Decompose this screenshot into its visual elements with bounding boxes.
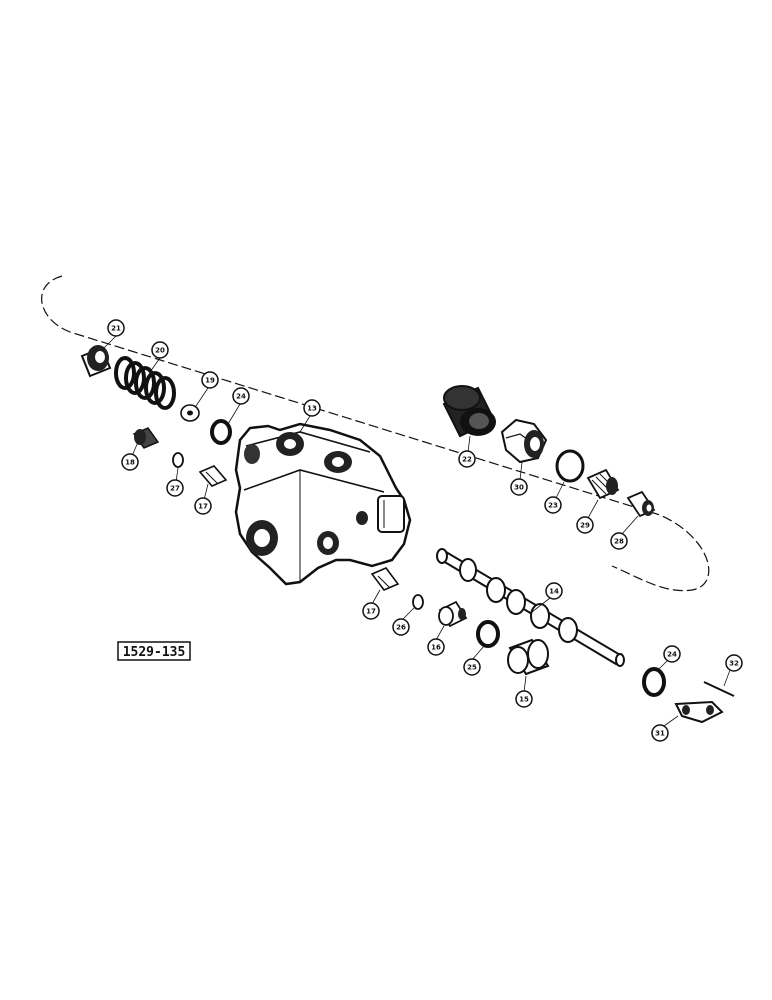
callout-label: 17 — [198, 503, 208, 511]
callout-13: 13 — [303, 399, 321, 417]
callout-label: 14 — [549, 588, 559, 596]
callout-17-lower: 17 — [362, 602, 380, 620]
part-oring-middle — [476, 620, 500, 648]
part-oring-lower — [642, 667, 666, 697]
callout-16: 16 — [427, 638, 445, 656]
callout-label: 21 — [111, 325, 121, 333]
callout-30: 30 — [510, 478, 528, 496]
callout-leaders — [101, 335, 731, 727]
callout-label: 17 — [366, 608, 376, 616]
callout-18: 18 — [121, 453, 139, 471]
part-large-cap — [442, 385, 496, 438]
part-link — [674, 700, 724, 724]
callout-24-lower: 24 — [663, 645, 681, 663]
part-oring-upper — [210, 419, 232, 445]
part-cap-plug — [507, 638, 550, 676]
callout-31: 31 — [651, 724, 669, 742]
part-plug-medium — [438, 600, 468, 628]
callout-label: 15 — [519, 696, 529, 704]
callout-label: 31 — [655, 730, 665, 738]
part-sleeve — [626, 490, 656, 518]
part-spool — [436, 548, 625, 667]
callout-label: 23 — [548, 502, 558, 510]
part-small-ring-lower — [412, 594, 424, 610]
callout-label: 25 — [467, 664, 477, 672]
callout-label: 32 — [729, 660, 739, 668]
callout-label: 24 — [236, 393, 246, 401]
callout-label: 24 — [667, 651, 677, 659]
callout-29: 29 — [576, 516, 594, 534]
callout-28: 28 — [610, 532, 628, 550]
callout-label: 18 — [125, 459, 135, 467]
callout-label: 27 — [170, 485, 180, 493]
callout-label: 20 — [155, 347, 165, 355]
callout-21: 21 — [107, 319, 125, 337]
callout-14: 14 — [545, 582, 563, 600]
callout-label: 29 — [580, 522, 590, 530]
figure-label-text: 1529-135 — [123, 645, 186, 660]
callout-19: 19 — [201, 371, 219, 389]
part-valve-body — [234, 422, 412, 586]
part-washer — [180, 404, 200, 422]
figure-label: 1529-135 — [117, 641, 191, 661]
callout-32: 32 — [725, 654, 743, 672]
part-hex-nut — [500, 418, 548, 464]
part-plug-small — [132, 427, 160, 449]
callout-22: 22 — [458, 450, 476, 468]
part-cap — [80, 345, 112, 378]
callout-label: 16 — [431, 644, 441, 652]
callout-label: 30 — [514, 484, 524, 492]
callout-26: 26 — [392, 618, 410, 636]
part-threaded-plug — [586, 468, 620, 500]
part-ring — [555, 449, 585, 483]
part-fitting-lower — [370, 567, 400, 591]
callout-23: 23 — [544, 496, 562, 514]
part-spring — [114, 356, 176, 410]
callout-label: 13 — [307, 405, 317, 413]
callout-20: 20 — [151, 341, 169, 359]
callout-27: 27 — [166, 479, 184, 497]
part-fitting-upper — [198, 465, 228, 487]
part-pin — [703, 681, 735, 697]
callout-label: 19 — [205, 377, 215, 385]
callout-17-upper: 17 — [194, 497, 212, 515]
callout-15: 15 — [515, 690, 533, 708]
callout-24-upper: 24 — [232, 387, 250, 405]
part-small-ring-upper — [172, 452, 184, 468]
callout-label: 28 — [614, 538, 624, 546]
callout-label: 26 — [396, 624, 406, 632]
callout-label: 22 — [462, 456, 472, 464]
callout-25: 25 — [463, 658, 481, 676]
